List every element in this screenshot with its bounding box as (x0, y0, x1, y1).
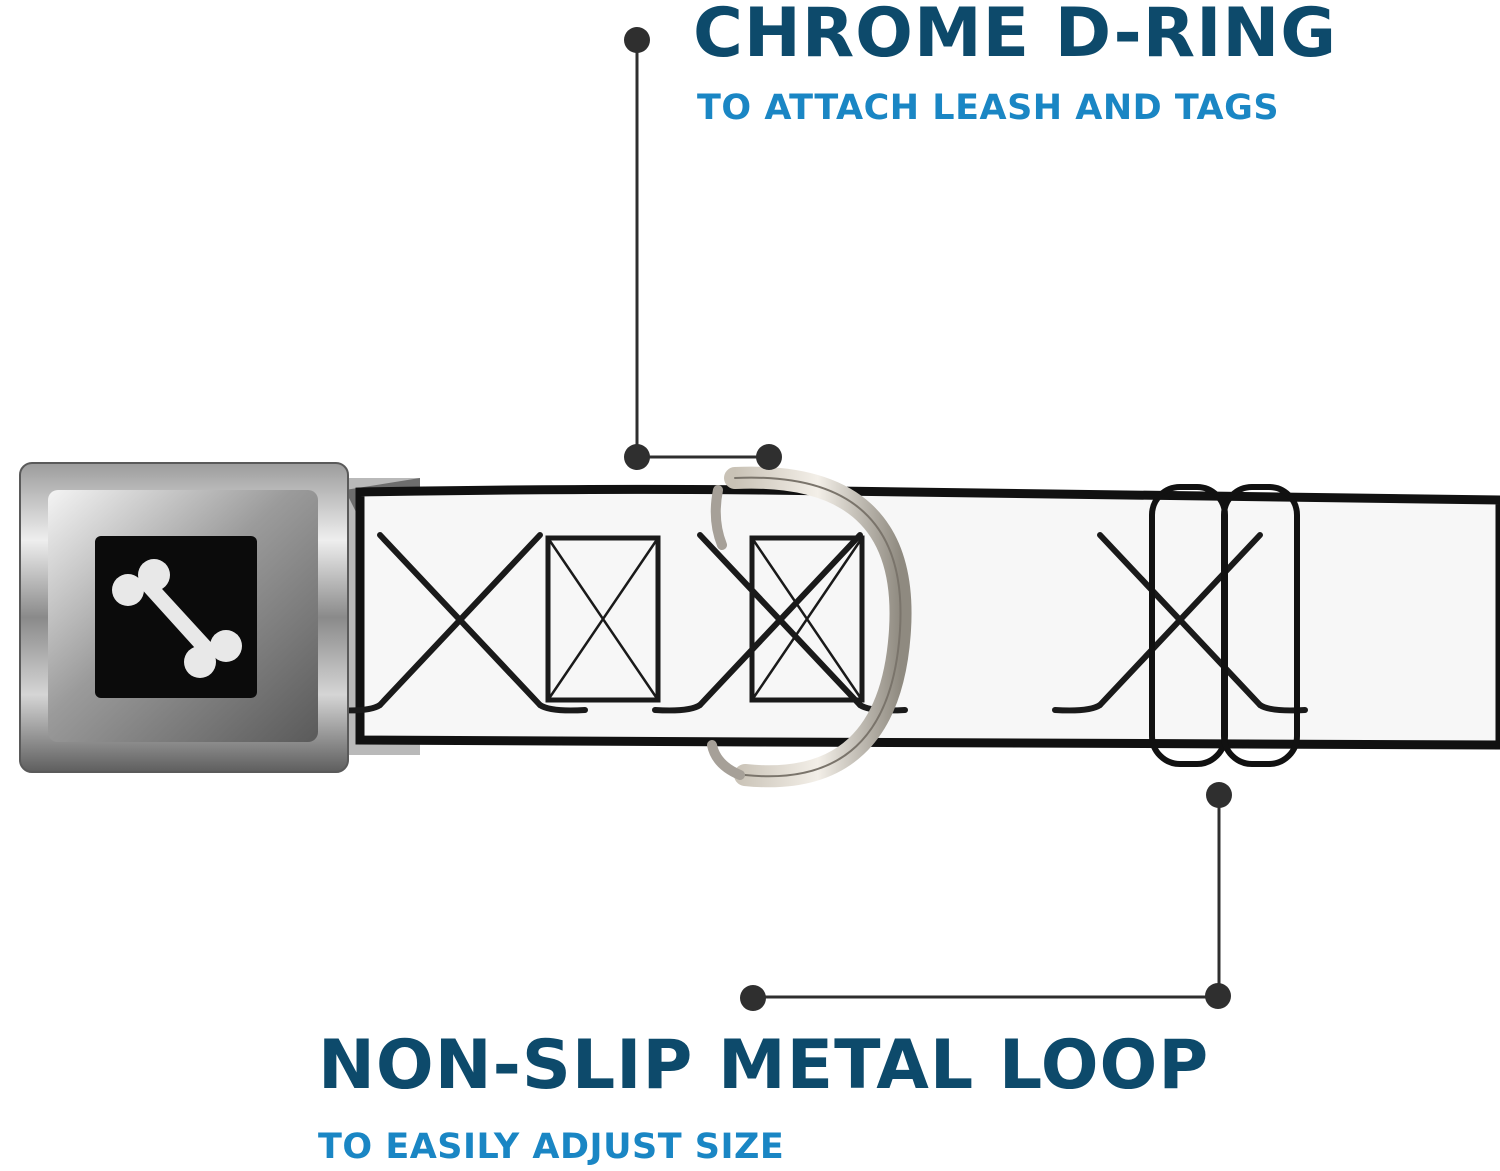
tag-sketch (545, 535, 865, 703)
crossed-hockey-sticks-icon (332, 532, 588, 714)
d-ring-leader-line (624, 27, 782, 470)
dog-bone-icon (112, 559, 242, 678)
d-ring-callout-title: CHROME D-RING (693, 0, 1338, 73)
seatbelt-buckle (19, 462, 349, 773)
d-ring-callout-subtitle: TO ATTACH LEASH AND TAGS (697, 88, 1280, 128)
non-slip-metal-loop (1149, 484, 1300, 767)
metal-loop-leader-line (740, 782, 1232, 1011)
chrome-d-ring (707, 466, 912, 788)
metal-loop-callout-subtitle: TO EASILY ADJUST SIZE (318, 1127, 785, 1167)
collar-strap (332, 484, 1500, 750)
crossed-hockey-sticks-icon (1052, 532, 1308, 714)
metal-loop-callout-title: NON-SLIP METAL LOOP (318, 1026, 1210, 1105)
